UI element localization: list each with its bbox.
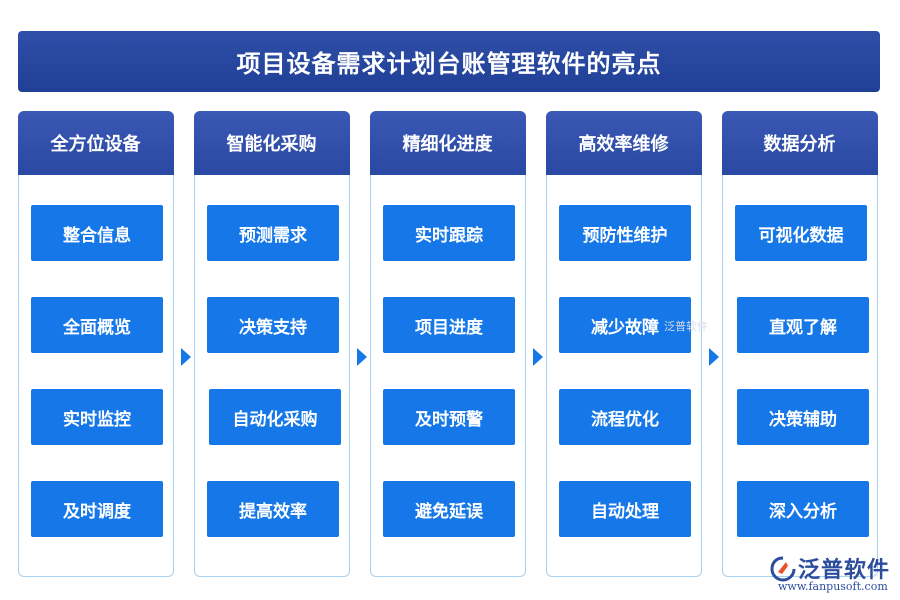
arrow-right-icon bbox=[709, 348, 719, 366]
column-header: 数据分析 bbox=[721, 110, 878, 175]
column-procurement: 智能化采购 预测需求 决策支持 自动化采购 提高效率 bbox=[193, 110, 350, 577]
feature-item: 及时调度 bbox=[31, 481, 163, 537]
feature-item: 自动处理 bbox=[559, 481, 691, 537]
feature-item: 深入分析 bbox=[737, 481, 869, 537]
column-header: 高效率维修 bbox=[545, 110, 702, 175]
logo-url: www.fanpusoft.com bbox=[778, 580, 888, 593]
brand-logo: 泛普软件 www.fanpusoft.com bbox=[766, 550, 896, 596]
column-header: 全方位设备 bbox=[17, 110, 174, 175]
feature-item: 及时预警 bbox=[383, 389, 515, 445]
logo-name: 泛普软件 bbox=[798, 558, 891, 583]
feature-item: 全面概览 bbox=[31, 297, 163, 353]
feature-item: 直观了解 bbox=[737, 297, 869, 353]
column-progress: 精细化进度 实时跟踪 项目进度 及时预警 避免延误 bbox=[369, 110, 526, 577]
watermark-text: 泛普软件 bbox=[664, 320, 708, 333]
column-header: 智能化采购 bbox=[193, 110, 350, 175]
feature-item: 自动化采购 bbox=[209, 389, 341, 445]
page-title: 项目设备需求计划台账管理软件的亮点 bbox=[18, 31, 880, 92]
logo-mark-icon bbox=[770, 556, 796, 582]
feature-item: 避免延误 bbox=[383, 481, 515, 537]
feature-item: 减少故障 bbox=[559, 297, 691, 353]
column-header: 精细化进度 bbox=[369, 110, 526, 175]
feature-item: 整合信息 bbox=[31, 205, 163, 261]
column-maintenance: 高效率维修 预防性维护 减少故障 流程优化 自动处理 bbox=[545, 110, 702, 577]
column-analytics: 数据分析 可视化数据 直观了解 决策辅助 深入分析 bbox=[721, 110, 878, 577]
feature-item: 实时跟踪 bbox=[383, 205, 515, 261]
feature-item: 预防性维护 bbox=[559, 205, 691, 261]
feature-item: 实时监控 bbox=[31, 389, 163, 445]
feature-item: 流程优化 bbox=[559, 389, 691, 445]
arrow-right-icon bbox=[533, 348, 543, 366]
arrow-right-icon bbox=[357, 348, 367, 366]
column-equipment: 全方位设备 整合信息 全面概览 实时监控 及时调度 bbox=[17, 110, 174, 577]
feature-item: 可视化数据 bbox=[735, 205, 867, 261]
feature-item: 项目进度 bbox=[383, 297, 515, 353]
feature-item: 决策支持 bbox=[207, 297, 339, 353]
arrow-right-icon bbox=[181, 348, 191, 366]
feature-item: 决策辅助 bbox=[737, 389, 869, 445]
feature-item: 预测需求 bbox=[207, 205, 339, 261]
feature-item: 提高效率 bbox=[207, 481, 339, 537]
